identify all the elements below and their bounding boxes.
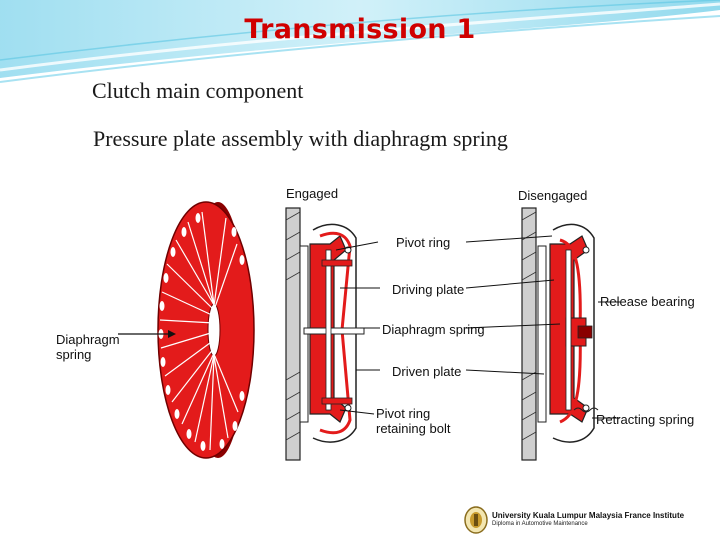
slide-subtitle: Clutch main component (92, 78, 304, 103)
label-diaphragm-spring: Diaphragm spring (382, 322, 485, 337)
footer-program: Diploma in Automotive Maintenance (492, 521, 588, 527)
header-swoosh-decoration (0, 0, 720, 83)
label-disengaged: Disengaged (518, 188, 588, 203)
label-engaged: Engaged (286, 186, 339, 201)
clutch-diagram: Engaged Disengaged Diaphragm spring Pivo… (30, 160, 700, 505)
diagram-caption: Pressure plate assembly with diaphragm s… (93, 126, 508, 151)
engaged-section (285, 207, 365, 461)
label-pivot-ring-bolt: Pivot ring retaining bolt (376, 406, 451, 436)
slide-title: Transmission 1 (244, 14, 476, 45)
diaphragm-spring-disc (157, 201, 255, 459)
clutch-diagram-drawing (30, 160, 700, 505)
label-release-bearing: Release bearing (600, 294, 695, 309)
disengaged-section (521, 207, 599, 461)
leader-lines (335, 235, 620, 419)
footer-institution: University Kuala Lumpur Malaysia France … (492, 511, 685, 520)
label-driving-plate: Driving plate (392, 282, 465, 297)
label-retracting-spring: Retracting spring (596, 412, 695, 427)
label-pivot-ring: Pivot ring (396, 235, 451, 250)
label-diaphragm: Diaphragm spring (56, 332, 120, 362)
label-driven-plate: Driven plate (392, 364, 462, 379)
institution-crest-icon (464, 506, 488, 534)
